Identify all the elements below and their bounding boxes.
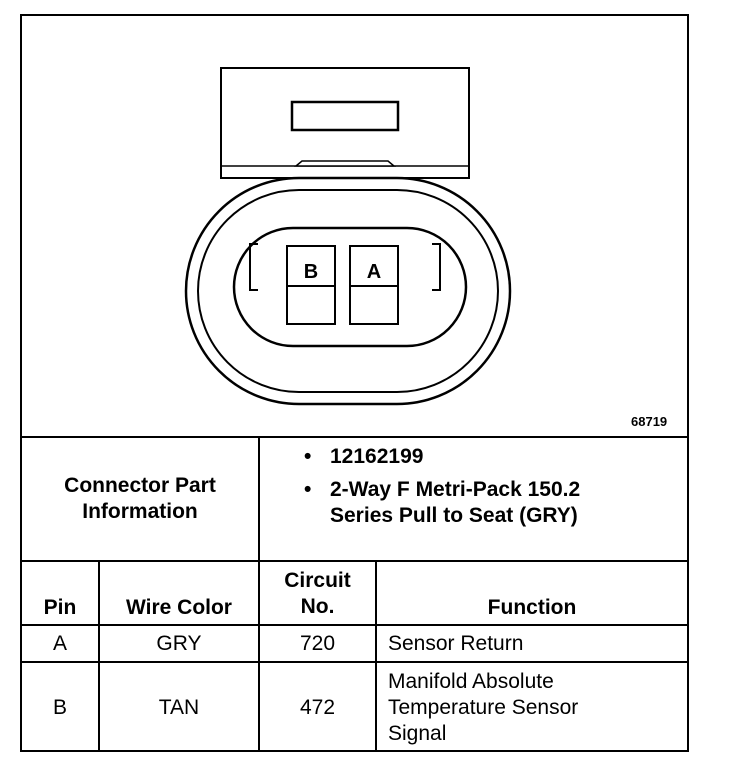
pin-a-label: A — [367, 261, 381, 283]
part-info-label: Connector Part Information — [22, 438, 258, 560]
part-info-label-text: Connector Part Information — [64, 474, 216, 523]
row-b-function: Manifold Absolute Temperature Sensor Sig… — [388, 670, 579, 745]
connector-diagram: B A — [184, 67, 512, 406]
header-wire-color: Wire Color — [126, 596, 232, 619]
header-pin: Pin — [43, 596, 77, 619]
row-a-pin: A — [52, 631, 67, 655]
divider-col-main — [258, 436, 260, 752]
pin-b-terminal — [286, 245, 336, 325]
divider-col-circuit — [375, 560, 377, 752]
connector-latch-slot — [290, 100, 400, 132]
part-description: 2-Way F Metri-Pack 150.2 Series Pull to … — [302, 477, 590, 529]
row-a-circuit: 720 — [299, 631, 336, 655]
part-number: 12162199 — [302, 444, 682, 470]
part-info-list: 12162199 2-Way F Metri-Pack 150.2 Series… — [302, 444, 682, 536]
figure-number: 68719 — [631, 414, 668, 429]
header-circuit-no: Circuit No. — [260, 564, 375, 624]
divider-diagram — [22, 436, 687, 438]
pin-a-terminal — [349, 245, 399, 325]
connector-key-right — [432, 243, 441, 291]
divider-part-info — [22, 560, 687, 562]
row-b-wire-color: TAN — [158, 695, 200, 719]
row-b-pin: B — [52, 695, 67, 719]
pin-b-label: B — [304, 261, 318, 283]
divider-row-a — [22, 661, 687, 663]
row-a-function: Sensor Return — [388, 632, 524, 655]
connector-end-view-frame: B A 68719 Connector Part Information 121… — [20, 14, 689, 752]
header-function: Function — [487, 596, 577, 619]
row-b-circuit: 472 — [299, 695, 336, 719]
header-circuit-text: Circuit No. — [284, 569, 351, 618]
connector-key-left — [249, 243, 258, 291]
divider-table-header — [22, 624, 687, 626]
divider-col-pin — [98, 560, 100, 752]
connector-shell-ring — [197, 189, 499, 393]
row-a-wire-color: GRY — [156, 631, 202, 655]
